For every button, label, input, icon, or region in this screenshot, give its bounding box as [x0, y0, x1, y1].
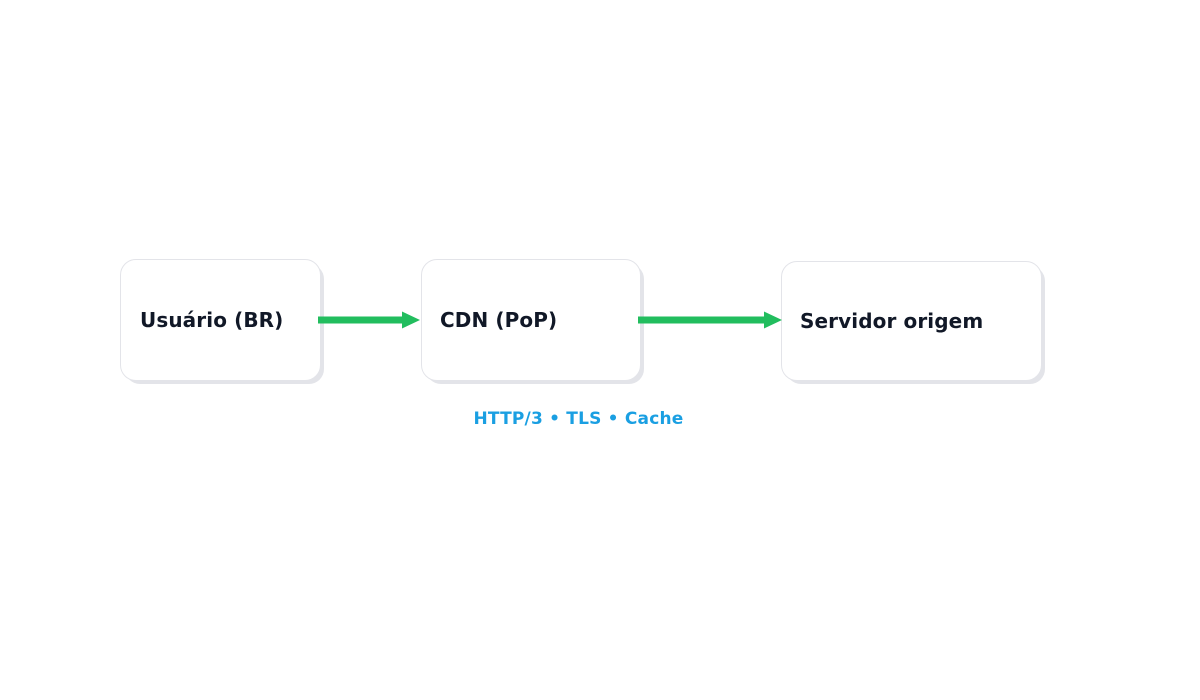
- node-cdn[interactable]: CDN (PoP): [421, 259, 641, 381]
- arrowhead-cdn-to-origin: [764, 311, 782, 329]
- arrowhead-user-to-cdn: [402, 311, 420, 329]
- node-origin-label: Servidor origem: [800, 309, 984, 333]
- node-user-label: Usuário (BR): [140, 308, 284, 332]
- edge-caption: HTTP/3 • TLS • Cache: [473, 409, 684, 429]
- node-user[interactable]: Usuário (BR): [120, 259, 321, 381]
- node-cdn-label: CDN (PoP): [440, 308, 558, 332]
- node-origin[interactable]: Servidor origem: [781, 261, 1042, 381]
- edge-arrow-user-to-cdn: [318, 311, 420, 329]
- edge-arrow-cdn-to-origin: [638, 311, 782, 329]
